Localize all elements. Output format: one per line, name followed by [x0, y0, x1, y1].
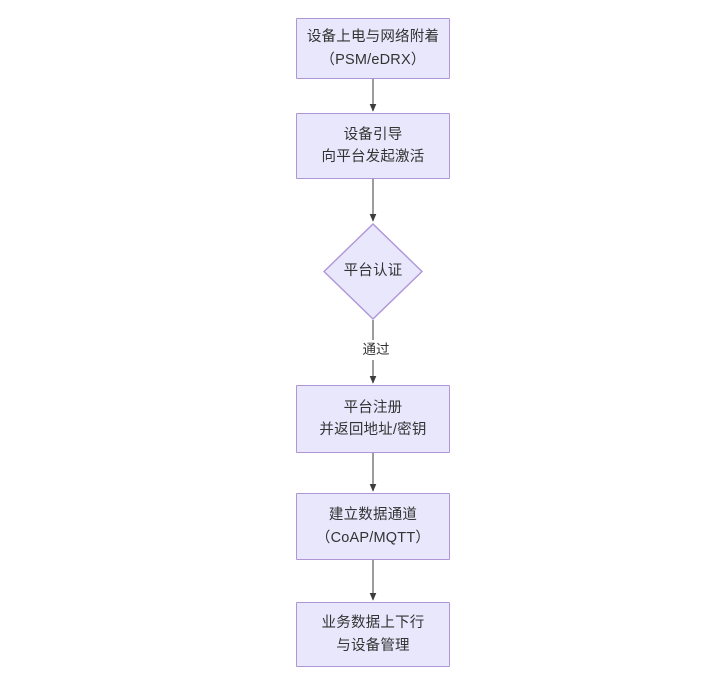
node-platform-auth-label: 平台认证: [343, 263, 403, 280]
node-data-channel-label: 建立数据通道 （CoAP/MQTT）: [315, 507, 431, 546]
node-data-channel[interactable]: 建立数据通道 （CoAP/MQTT）: [296, 493, 450, 560]
node-power-on[interactable]: 设备上电与网络附着 （PSM/eDRX）: [296, 18, 450, 79]
node-platform-register[interactable]: 平台注册 并返回地址/密钥: [296, 385, 450, 453]
node-power-on-label: 设备上电与网络附着 （PSM/eDRX）: [306, 29, 440, 68]
node-platform-register-label: 平台注册 并返回地址/密钥: [319, 399, 427, 438]
diamond-shape: [323, 223, 423, 320]
node-bootstrap[interactable]: 设备引导 向平台发起激活: [296, 113, 450, 179]
node-business-data-label: 业务数据上下行 与设备管理: [321, 615, 425, 654]
node-business-data[interactable]: 业务数据上下行 与设备管理: [296, 602, 450, 667]
node-platform-auth[interactable]: 平台认证: [323, 223, 423, 320]
edge-label-pass: 通过: [354, 340, 398, 361]
node-bootstrap-label: 设备引导 向平台发起激活: [321, 126, 425, 165]
